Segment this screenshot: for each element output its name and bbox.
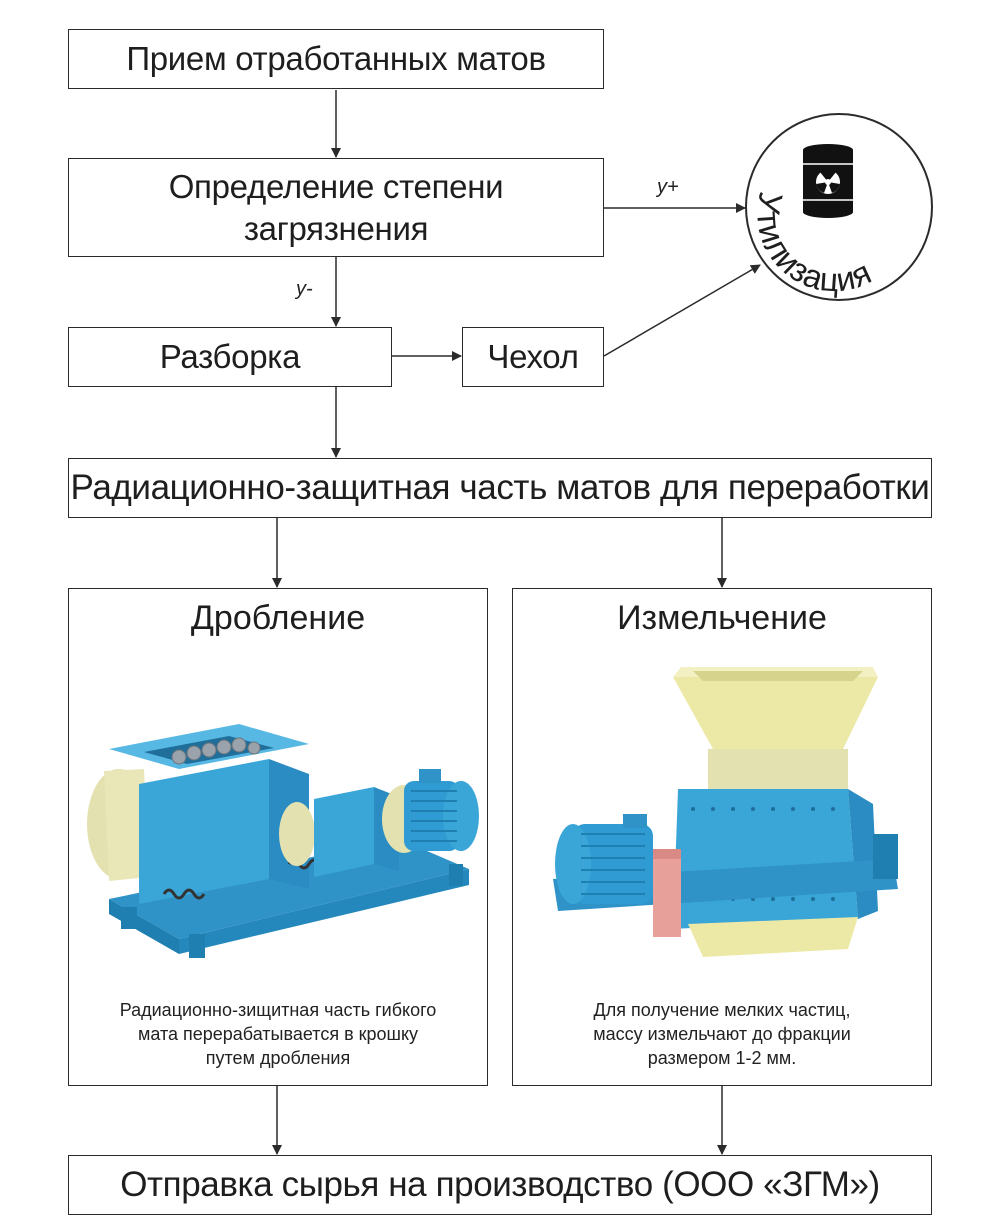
- grinding-desc-line2: массу измельчают до фракции: [593, 1023, 851, 1044]
- disassembly-label: Разборка: [159, 338, 301, 376]
- crusher-machine-image: [87, 724, 479, 958]
- receive-mats-node: Прием отработанных матов: [68, 29, 604, 89]
- protective-part-label: Радиационно-защитная часть матов для пер…: [70, 468, 930, 508]
- grinding-desc-line1: Для получение мелких частиц,: [593, 1000, 851, 1020]
- crushing-desc-line3: путем дробления: [205, 1047, 351, 1068]
- cover-node: Чехол: [462, 327, 604, 387]
- edge-label-low: y-: [296, 278, 313, 300]
- grinding-title: Измельчение: [617, 599, 827, 637]
- crushing-description: Радиационно-зищитная часть гибкого мата …: [79, 999, 477, 1071]
- edge-label-high: y+: [657, 176, 679, 198]
- arrow-cover-to-disposal: [603, 264, 761, 357]
- radioactive-barrel-icon: [803, 144, 853, 218]
- disassembly-node: Разборка: [68, 327, 392, 387]
- contamination-label-line1: Определение степени: [168, 168, 504, 206]
- grinding-desc-line3: размером 1-2 мм.: [647, 1047, 797, 1068]
- grinder-machine-image: [553, 667, 898, 957]
- crushing-desc-line2: мата перерабатывается в крошку: [137, 1023, 419, 1044]
- receive-mats-label: Прием отработанных матов: [126, 40, 546, 78]
- shipment-node: Отправка сырья на производство (ООО «ЗГМ…: [68, 1155, 932, 1215]
- crushing-desc-line1: Радиационно-зищитная часть гибкого: [119, 1000, 437, 1020]
- contamination-node: Определение степени загрязнения: [68, 158, 604, 257]
- cover-label: Чехол: [487, 338, 579, 376]
- grinding-panel: Измельчение: [512, 588, 932, 1086]
- shipment-label: Отправка сырья на производство (ООО «ЗГМ…: [120, 1165, 880, 1205]
- crushing-title: Дробление: [190, 599, 366, 637]
- grinding-description: Для получение мелких частиц, массу измел…: [523, 999, 921, 1071]
- protective-part-node: Радиационно-защитная часть матов для пер…: [68, 458, 932, 518]
- crushing-panel: Дробление: [68, 588, 488, 1086]
- disposal-node: Утилизация: [744, 112, 934, 302]
- contamination-label-line2: загрязнения: [243, 209, 429, 247]
